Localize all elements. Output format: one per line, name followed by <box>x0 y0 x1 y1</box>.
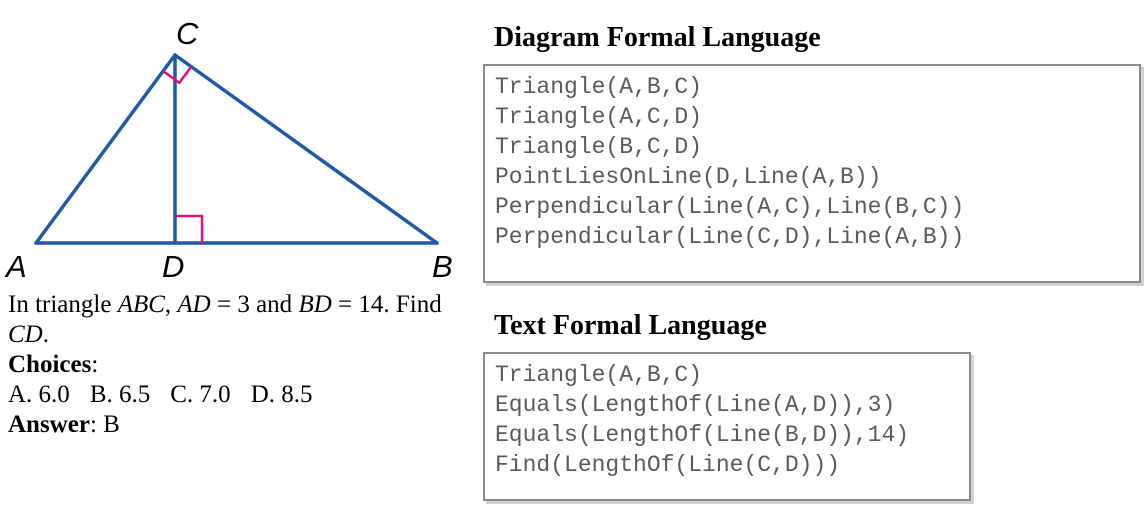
question-text: , <box>164 291 178 318</box>
question-var: BD <box>298 291 332 318</box>
segment-bc <box>173 53 439 245</box>
diagram-formal-line: PointLiesOnLine(D,Line(A,B)) <box>495 164 882 190</box>
right-angle-mark-c <box>162 65 193 85</box>
diagram-formal-line: Triangle(B,C,D) <box>495 134 703 160</box>
choice-c: C. 7.0 <box>170 381 231 408</box>
answer-value: B <box>103 411 120 438</box>
diagram-segments <box>34 53 439 245</box>
text-formal-heading: Text Formal Language <box>494 310 767 341</box>
choices-colon: : <box>91 351 99 378</box>
point-label-b: B <box>432 249 453 284</box>
question-text: In triangle <box>8 291 118 318</box>
diagram-formal-heading: Diagram Formal Language <box>494 22 821 53</box>
text-formal-line: Triangle(A,B,C) <box>495 362 703 388</box>
answer-label: Answer <box>8 411 90 438</box>
point-label-a: A <box>4 249 27 284</box>
choices-heading: Choices: <box>8 350 460 380</box>
question-var: ABC <box>117 291 165 318</box>
question: In triangle ABC, AD = 3 and BD = 14. Fin… <box>8 290 460 350</box>
choice-d: D. 8.5 <box>250 381 313 408</box>
text-formal-line: Find(LengthOf(Line(C,D))) <box>495 452 841 478</box>
diagram-formal-line: Triangle(A,C,D) <box>495 104 703 130</box>
diagram-formal-line: Perpendicular(Line(A,C),Line(B,C)) <box>495 194 965 220</box>
point-label-d: D <box>162 249 184 284</box>
problem-text: In triangle ABC, AD = 3 and BD = 14. Fin… <box>8 290 460 440</box>
text-formal-line: Equals(LengthOf(Line(A,D)),3) <box>495 392 896 418</box>
diagram-formal-line: Perpendicular(Line(C,D),Line(A,B)) <box>495 224 965 250</box>
question-text: = 14. Find <box>331 291 442 318</box>
diagram-formal-line: Triangle(A,B,C) <box>495 74 703 100</box>
question-text: = 3 and <box>210 291 299 318</box>
point-label-c: C <box>176 16 199 51</box>
question-var: CD <box>8 321 43 348</box>
question-text: . <box>42 321 49 348</box>
geometry-diagram: C A D B <box>4 16 453 284</box>
choice-a: A. 6.0 <box>8 381 70 408</box>
choice-b: B. 6.5 <box>89 381 151 408</box>
diagram-formal-box: Triangle(A,B,C) Triangle(A,C,D) Triangle… <box>483 64 1141 283</box>
text-formal-line: Equals(LengthOf(Line(B,D)),14) <box>495 422 910 448</box>
segment-ac <box>34 53 177 245</box>
text-formal-box: Triangle(A,B,C) Equals(LengthOf(Line(A,D… <box>483 352 971 501</box>
answer-sep: : <box>89 411 104 438</box>
choices-label: Choices <box>8 351 92 378</box>
right-angle-mark-d <box>175 214 204 243</box>
question-var: AD <box>177 291 211 318</box>
answer: Answer: B <box>8 410 460 440</box>
right-angle-marks <box>162 65 204 243</box>
choices-list: A. 6.0 B. 6.5 C. 7.0 D. 8.5 <box>8 380 460 410</box>
